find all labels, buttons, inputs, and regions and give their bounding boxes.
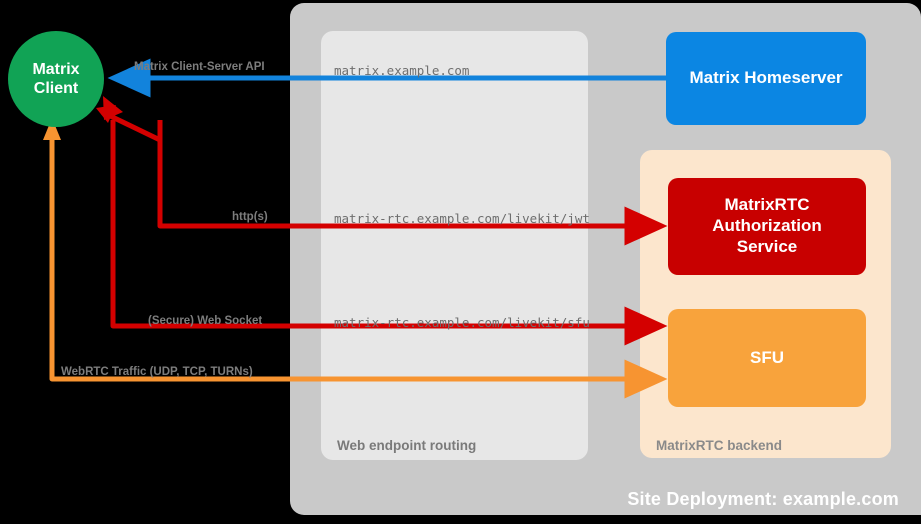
matrixrtc-backend-label: MatrixRTC backend bbox=[656, 438, 783, 453]
sfu-label: SFU bbox=[750, 347, 784, 367]
web-endpoint-routing-label: Web endpoint routing bbox=[337, 438, 477, 453]
node-matrix-homeserver[interactable]: Matrix Homeserver bbox=[666, 32, 866, 125]
auth-service-label-line1: MatrixRTC bbox=[724, 195, 810, 215]
matrix-client-label-line1: Matrix bbox=[32, 60, 80, 78]
auth-service-label: MatrixRTC Authorization Service bbox=[712, 195, 822, 257]
endpoint-matrix-url: matrix.example.com bbox=[334, 63, 470, 78]
endpoint-sfu-url: matrix-rtc.example.com/livekit/sfu bbox=[334, 315, 590, 330]
protocol-label-http: http(s) bbox=[232, 211, 268, 223]
node-matrixrtc-authorization-service[interactable]: MatrixRTC Authorization Service bbox=[668, 178, 866, 275]
node-sfu[interactable]: SFU bbox=[668, 309, 866, 407]
connector-https-jwt bbox=[96, 105, 668, 246]
web-endpoint-routing-group bbox=[321, 31, 588, 460]
site-deployment-label: Site Deployment: example.com bbox=[627, 489, 899, 509]
auth-service-label-line2: Authorization bbox=[712, 216, 822, 236]
matrix-client-label-line2: Client bbox=[33, 80, 79, 97]
matrix-client-label: Matrix Client bbox=[32, 60, 79, 98]
auth-service-label-line3: Service bbox=[736, 236, 798, 256]
matrix-homeserver-label: Matrix Homeserver bbox=[689, 68, 843, 88]
protocol-label-client-server-api: Matrix Client-Server API bbox=[134, 61, 265, 73]
node-matrix-client[interactable]: Matrix Client bbox=[8, 31, 104, 127]
protocol-label-websocket: (Secure) Web Socket bbox=[148, 315, 263, 327]
endpoint-jwt-url: matrix-rtc.example.com/livekit/jwt bbox=[334, 211, 590, 226]
protocol-label-webrtc: WebRTC Traffic (UDP, TCP, TURNs) bbox=[61, 366, 253, 378]
connector-websocket-sfu bbox=[103, 96, 668, 346]
connector-webrtc-sfu bbox=[43, 118, 668, 399]
